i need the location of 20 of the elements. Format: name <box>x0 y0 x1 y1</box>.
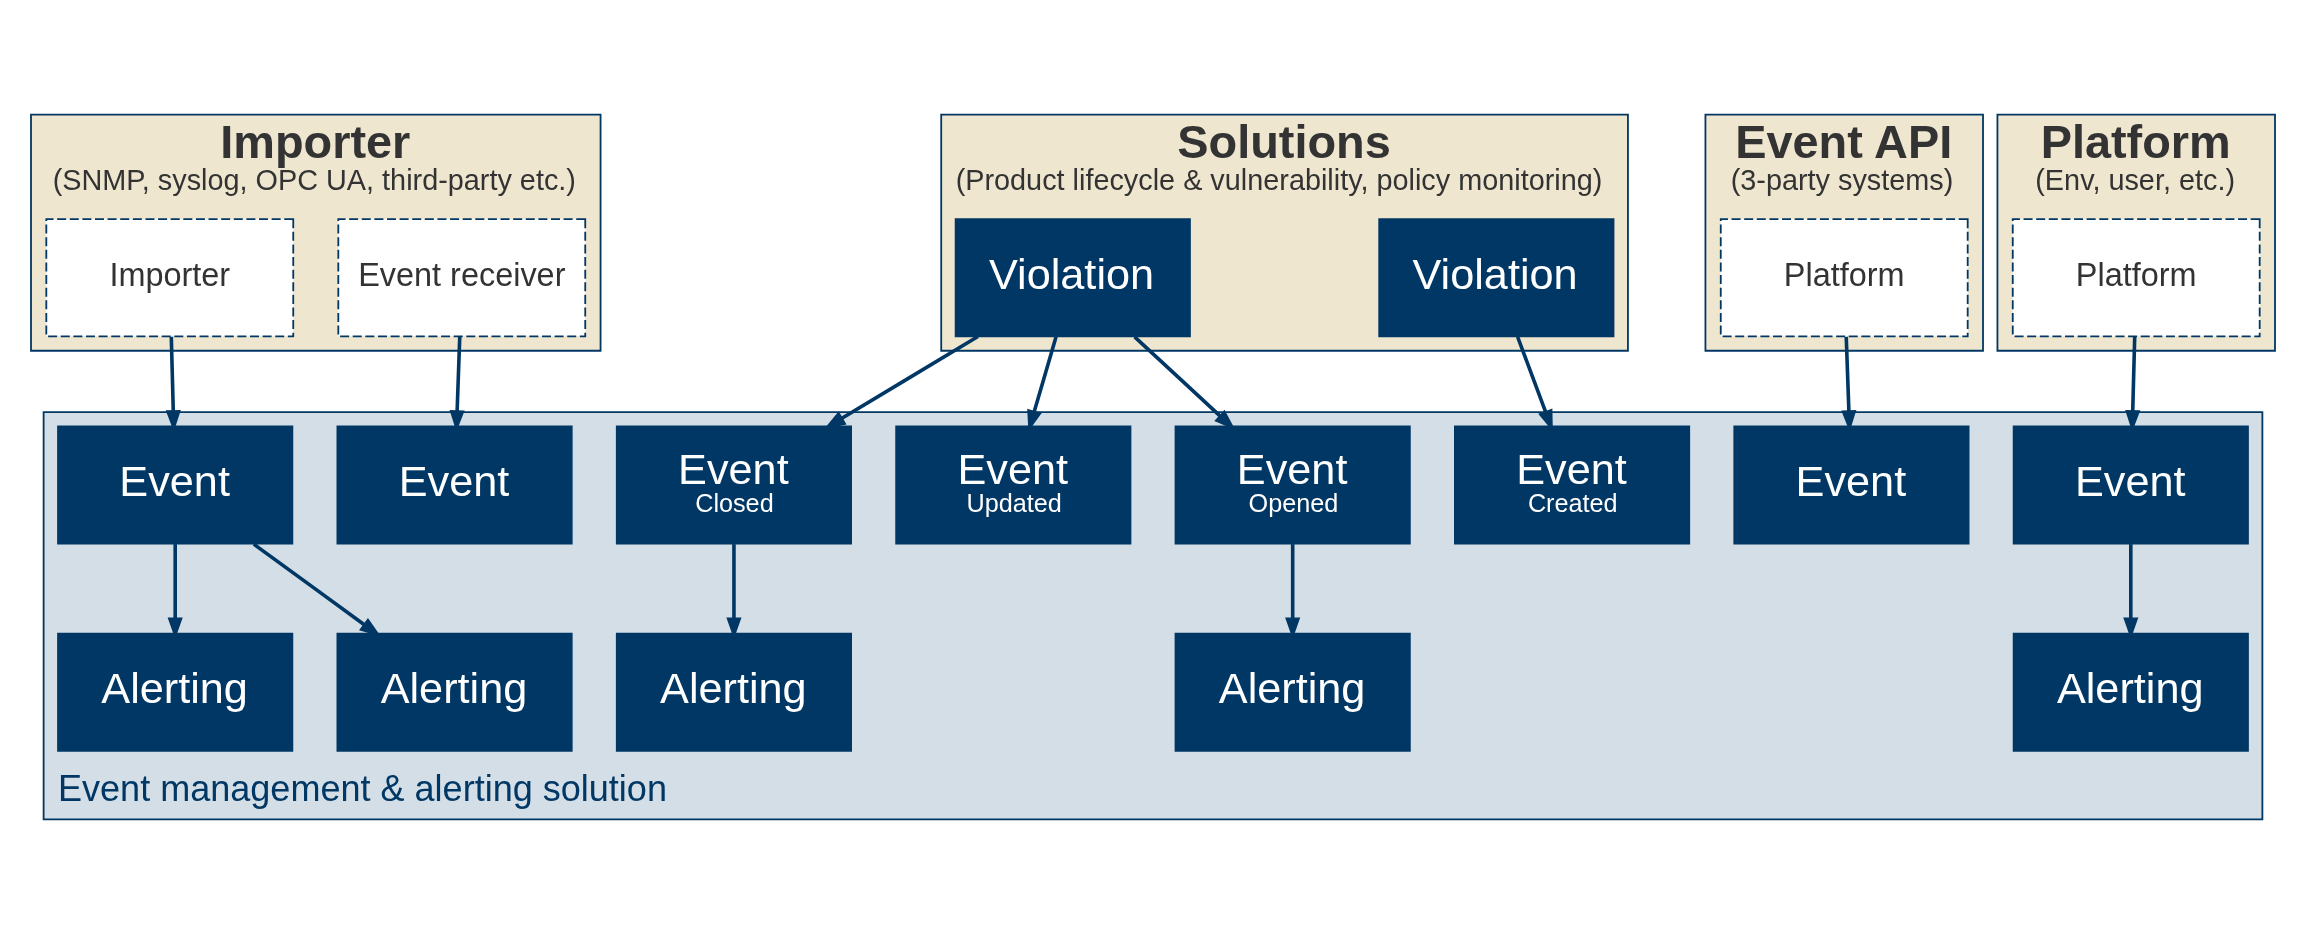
node-box: Violation <box>1378 217 1615 337</box>
node-box: Alerting <box>336 632 573 752</box>
node-box: Event Opened <box>1174 425 1411 544</box>
node-box: Alerting <box>615 632 852 752</box>
node-box: Platform <box>1719 217 1969 337</box>
node-box: Event <box>57 425 294 544</box>
node-box: Event receiver <box>337 217 587 337</box>
node-box: Violation <box>954 217 1191 337</box>
node-box: Event Created <box>1454 425 1691 544</box>
node-box: Importer <box>45 217 295 337</box>
node-box: Alerting <box>2012 632 2249 752</box>
node-box: Alerting <box>57 632 294 752</box>
node-box: Alerting <box>1174 632 1411 752</box>
arrow <box>824 334 979 429</box>
node-box: Event Closed <box>615 425 852 544</box>
node-box: Event <box>336 425 573 544</box>
node-box: Event <box>1733 425 1970 544</box>
node-box: Event Updated <box>895 425 1132 544</box>
node-box: Platform <box>2011 217 2261 337</box>
node-box: Event <box>2012 425 2249 544</box>
